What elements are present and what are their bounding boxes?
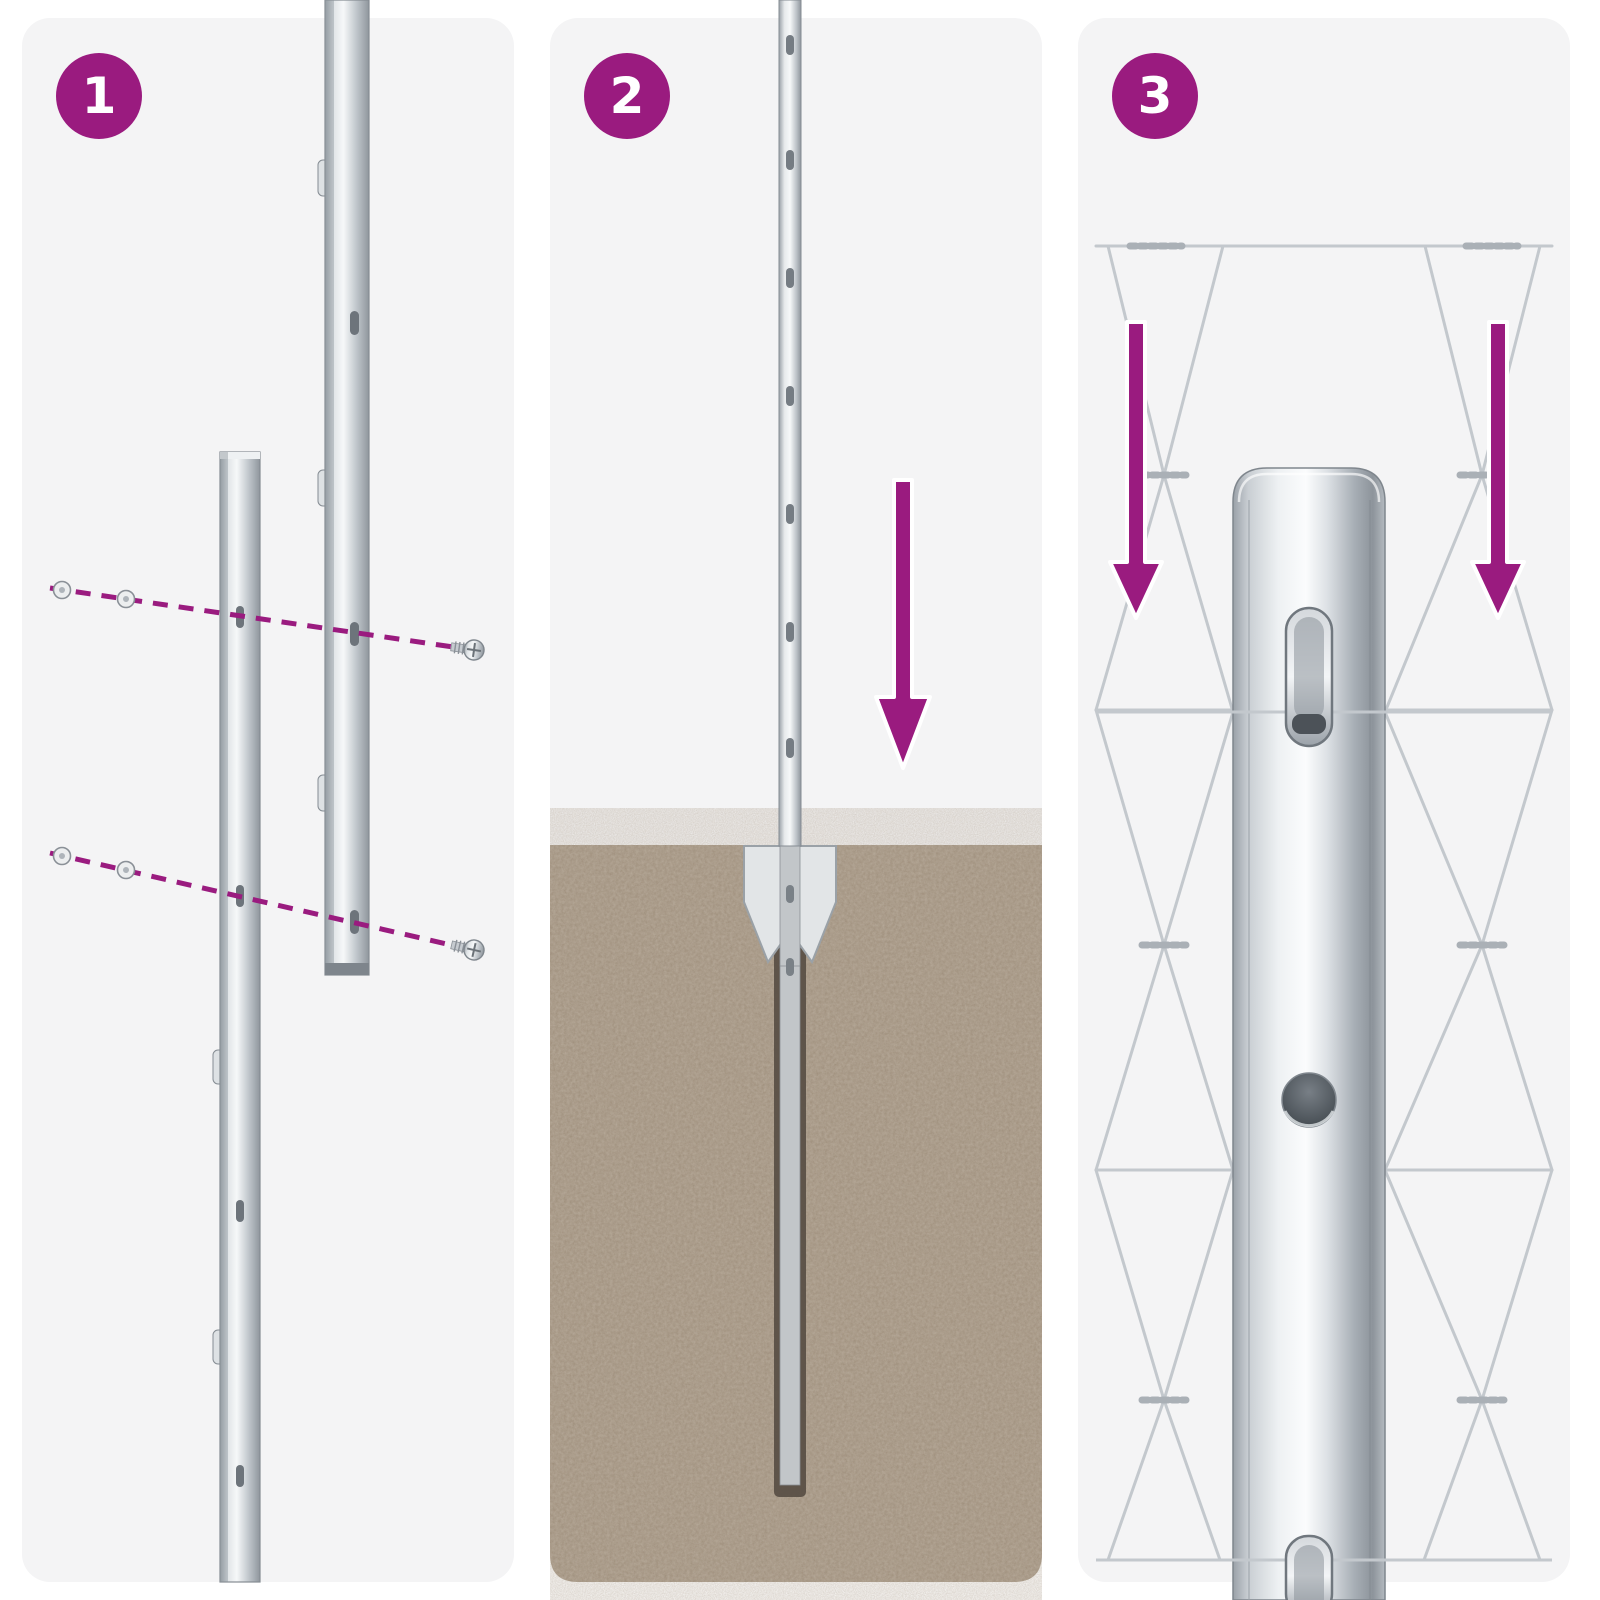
down-arrow-icon [1470, 320, 1526, 620]
post-slot [786, 386, 794, 406]
wire-twists [1126, 242, 1522, 1404]
step-1-illustration [22, 0, 514, 1583]
washer-icon [116, 589, 136, 609]
step-2-badge: 2 [584, 53, 670, 139]
screw-icon [450, 639, 485, 661]
post-slot [236, 1200, 244, 1222]
dashed-guide-line [49, 585, 461, 651]
rear-post [317, 0, 370, 976]
down-arrow-icon [874, 478, 932, 770]
step-2-number: 2 [609, 67, 645, 125]
post-slot [786, 738, 794, 758]
washer-icon [116, 860, 136, 880]
step-3-illustration [1078, 18, 1570, 1600]
post-slot [786, 885, 794, 903]
fence-post [778, 0, 802, 847]
screw-guide-bottom [49, 846, 485, 961]
post-lug-bottom [1284, 1534, 1334, 1600]
post-slot [236, 1465, 244, 1487]
post-lug [1284, 606, 1334, 748]
step-1-badge: 1 [56, 53, 142, 139]
step-1-number: 1 [81, 67, 117, 125]
post-slot [786, 504, 794, 524]
step-1-panel: 1 [22, 0, 514, 1600]
post-slot [350, 622, 359, 646]
post-hole [1281, 1072, 1337, 1128]
post-slot [786, 958, 794, 976]
post-slot [786, 150, 794, 170]
post-slot [786, 268, 794, 288]
step-2-illustration [550, 0, 1042, 1582]
step-2-panel: 2 [550, 0, 1042, 1600]
post-slot [350, 311, 359, 335]
washer-icon [52, 846, 72, 866]
post-slot [786, 35, 794, 55]
panel-1-background [22, 18, 514, 1582]
dashed-guide-line [49, 850, 461, 950]
screw-guide-top [49, 580, 485, 661]
step-3-badge: 3 [1112, 53, 1198, 139]
washer-icon [52, 580, 72, 600]
post-slot [786, 622, 794, 642]
down-arrow-icon [1108, 320, 1164, 620]
rear-post-end [325, 963, 369, 975]
front-post [212, 451, 261, 1583]
post-through-plate [779, 845, 801, 967]
post-closeup [1232, 467, 1386, 1600]
step-3-number: 3 [1137, 67, 1173, 125]
screw-icon [450, 939, 485, 961]
step-3-panel: 3 [1078, 0, 1570, 1600]
